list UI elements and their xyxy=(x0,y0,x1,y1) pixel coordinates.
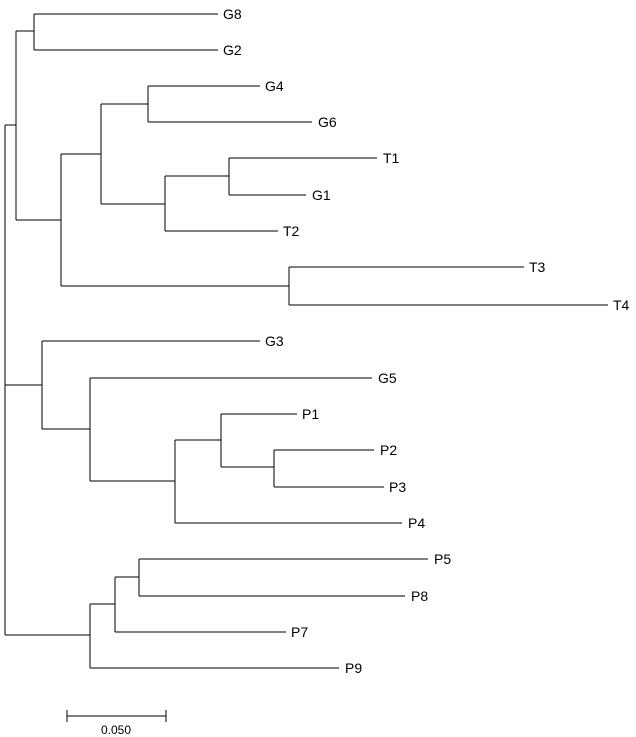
leaf-label-g2: G2 xyxy=(223,42,242,58)
scale-bar-label: 0.050 xyxy=(101,723,131,737)
leaf-label-p4: P4 xyxy=(408,515,425,531)
leaf-label-p5: P5 xyxy=(434,551,451,567)
leaf-label-p2: P2 xyxy=(380,442,397,458)
leaf-label-p9: P9 xyxy=(345,660,362,676)
leaf-label-t2: T2 xyxy=(283,223,300,239)
leaf-label-g5: G5 xyxy=(378,370,397,386)
scale-bar: 0.050 xyxy=(66,710,167,737)
leaf-label-g3: G3 xyxy=(265,333,284,349)
leaf-label-p3: P3 xyxy=(389,479,406,495)
leaf-label-t4: T4 xyxy=(613,297,630,313)
leaf-label-g6: G6 xyxy=(318,114,337,130)
leaf-label-p8: P8 xyxy=(411,588,428,604)
leaf-label-g8: G8 xyxy=(223,6,242,22)
leaf-label-p7: P7 xyxy=(291,624,308,640)
leaf-label-t3: T3 xyxy=(529,259,546,275)
leaf-label-t1: T1 xyxy=(383,150,400,166)
leaf-label-g4: G4 xyxy=(265,78,284,94)
leaf-label-p1: P1 xyxy=(302,406,319,422)
leaf-label-g1: G1 xyxy=(312,187,331,203)
